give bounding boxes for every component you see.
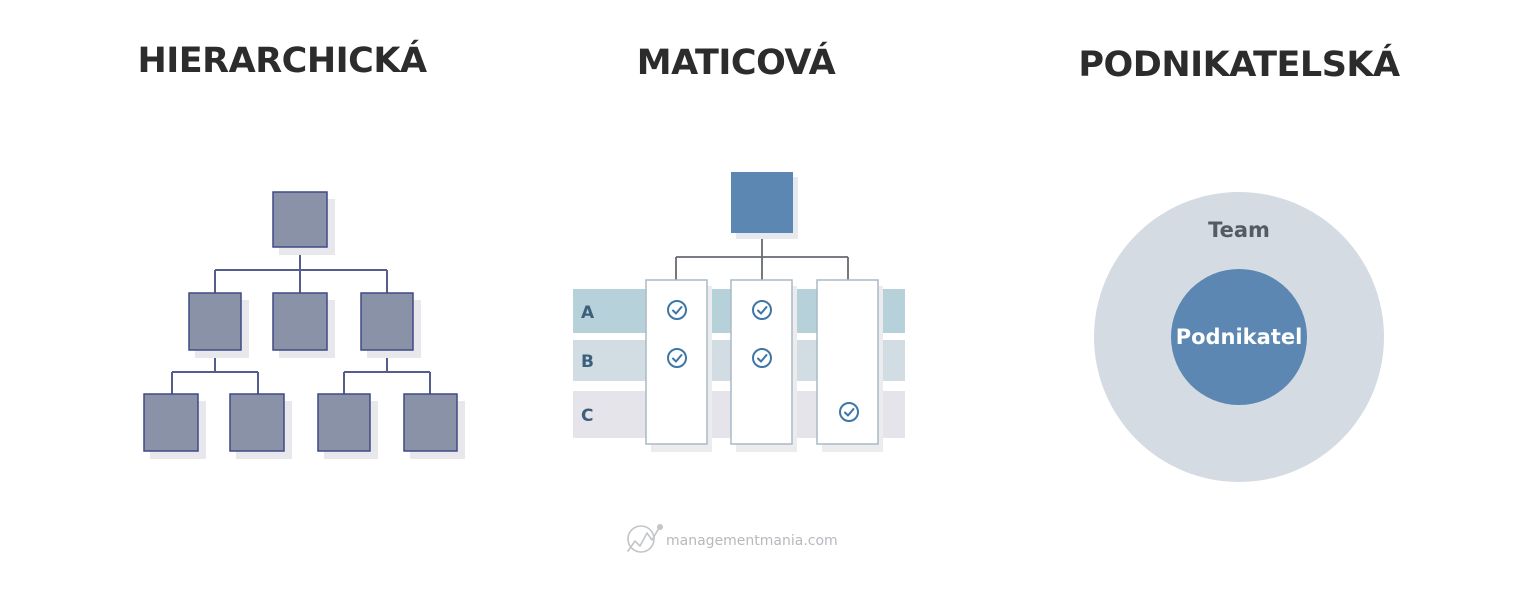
matrix-diagram: A B C — [573, 172, 905, 452]
entrepreneurial-title: PODNIKATELSKÁ — [1078, 45, 1400, 85]
matrix-title: MATICOVÁ — [636, 43, 836, 83]
check-circle-icon — [667, 348, 687, 368]
check-circle-icon — [667, 300, 687, 320]
hierarchical-diagram — [143, 191, 465, 459]
hierarchy-connectors — [171, 247, 431, 394]
hierarchy-box-mid-3 — [360, 292, 414, 351]
matrix-connectors — [675, 233, 849, 280]
managementmania-logo-icon — [627, 523, 663, 553]
matrix-top-box — [731, 172, 793, 233]
watermark-text: managementmania.com — [666, 533, 838, 549]
hierarchical-title: HIERARCHICKÁ — [137, 41, 427, 81]
matrix-row-label-c: C — [581, 406, 593, 426]
matrix-row-label-b: B — [581, 352, 594, 372]
hierarchy-box-top — [272, 191, 328, 248]
matrix-column-3 — [816, 279, 879, 445]
check-circle-icon — [839, 402, 859, 422]
hierarchy-box-bottom-2 — [229, 393, 285, 452]
entrepreneur-circle — [1171, 269, 1307, 405]
team-label: Team — [1208, 218, 1270, 242]
check-circle-icon — [752, 348, 772, 368]
hierarchy-box-bottom-3 — [317, 393, 371, 452]
hierarchy-box-mid-1 — [188, 292, 242, 351]
matrix-checks — [667, 300, 859, 422]
check-circle-icon — [752, 300, 772, 320]
hierarchy-box-bottom-4 — [403, 393, 458, 452]
matrix-row-label-a: A — [581, 303, 595, 323]
entrepreneur-label: Podnikatel — [1176, 325, 1303, 349]
hierarchy-box-bottom-1 — [143, 393, 199, 452]
hierarchy-box-mid-2 — [272, 292, 328, 351]
entrepreneurial-diagram: Team Podnikatel — [1094, 192, 1384, 482]
watermark: managementmania.com — [627, 523, 838, 553]
